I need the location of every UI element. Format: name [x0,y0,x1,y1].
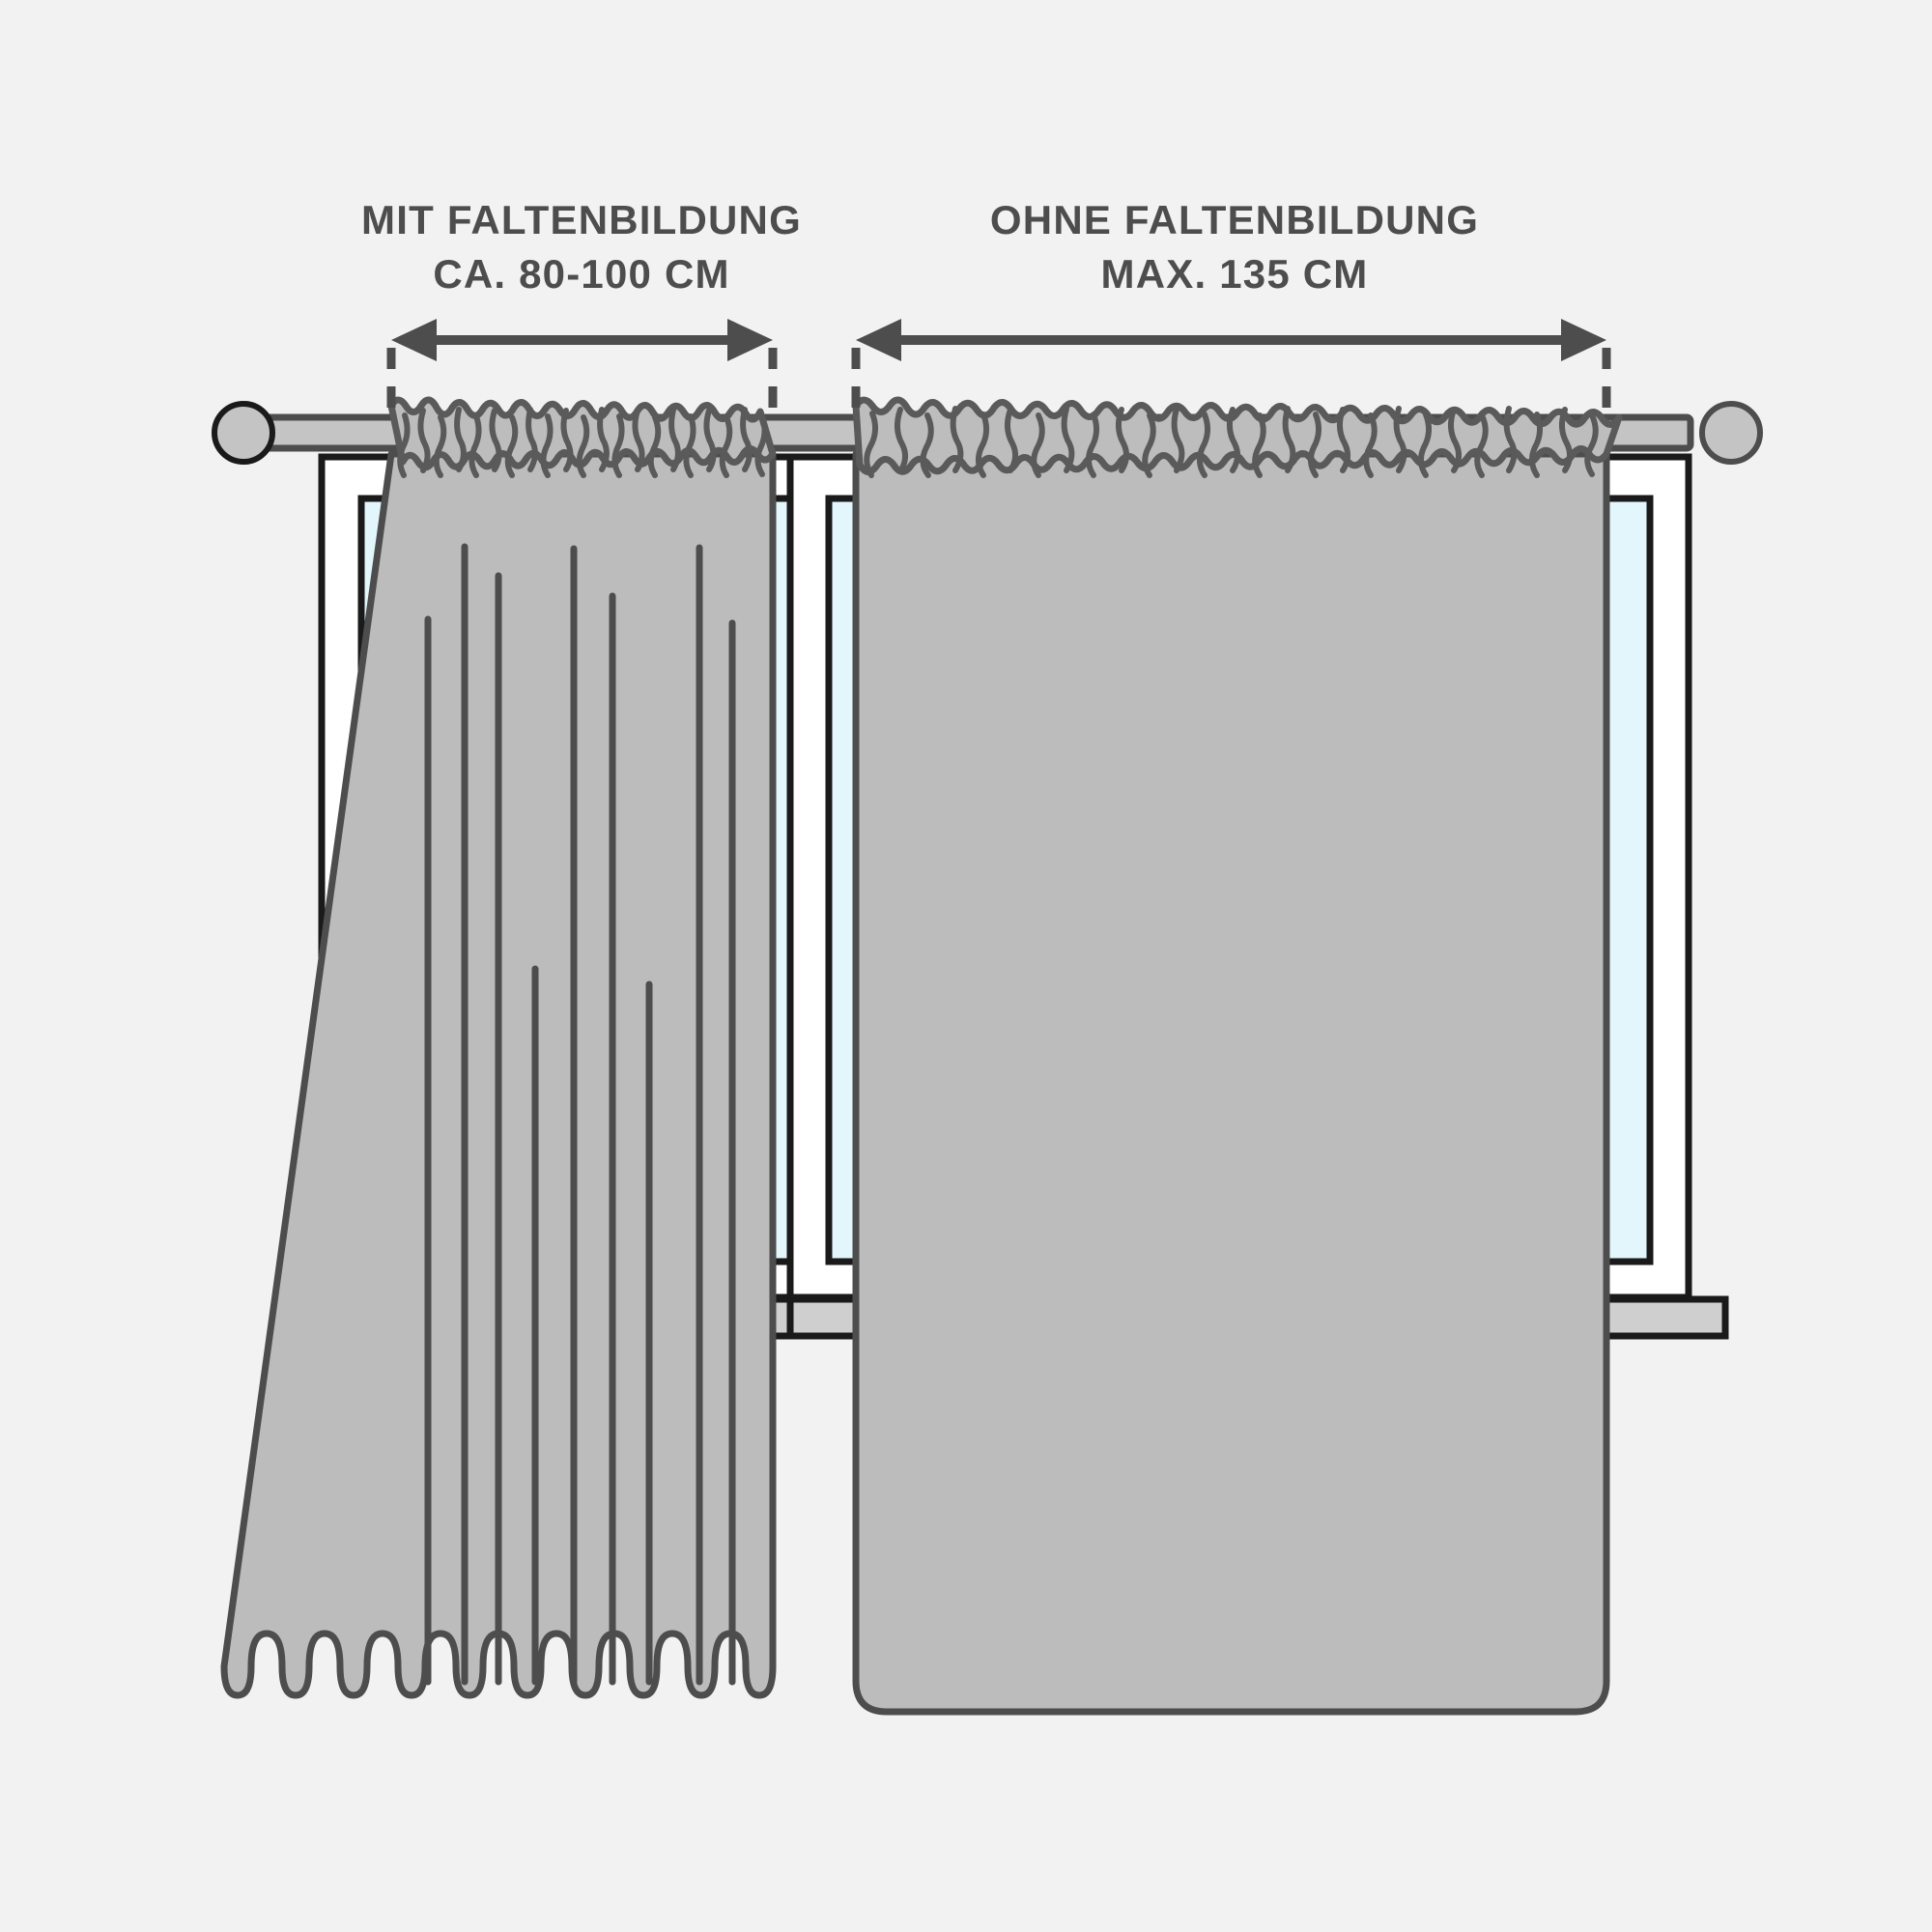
dimension-flat-width [851,319,1611,410]
pleated-panel-fold-lines [424,543,736,1686]
dim-left-arrowhead-start [391,319,437,361]
caption-left-line1: MIT FALTENBILDUNG [361,197,802,242]
dim-left-arrowhead-end [727,319,773,361]
rod-finial-left [212,401,275,465]
pleated-panel-tape-gathers [397,407,768,478]
flat-panel-body [852,450,1610,1716]
flat-panel [852,396,1623,1716]
dimension-pleated-width [386,319,778,410]
pleated-panel [220,396,777,1699]
caption-right: OHNE FALTENBILDUNG MAX. 135 CM [990,197,1479,297]
rod-finial-right [1699,401,1763,465]
caption-left-line2: CA. 80-100 CM [433,251,729,297]
dim-right-arrowhead-end [1561,319,1606,361]
dim-right-arrowhead-start [856,319,901,361]
caption-right-line2: MAX. 135 CM [1101,251,1369,297]
caption-left: MIT FALTENBILDUNG CA. 80-100 CM [361,197,802,297]
caption-right-line1: OHNE FALTENBILDUNG [990,197,1479,242]
flat-panel-tape-gathers [864,406,1599,478]
